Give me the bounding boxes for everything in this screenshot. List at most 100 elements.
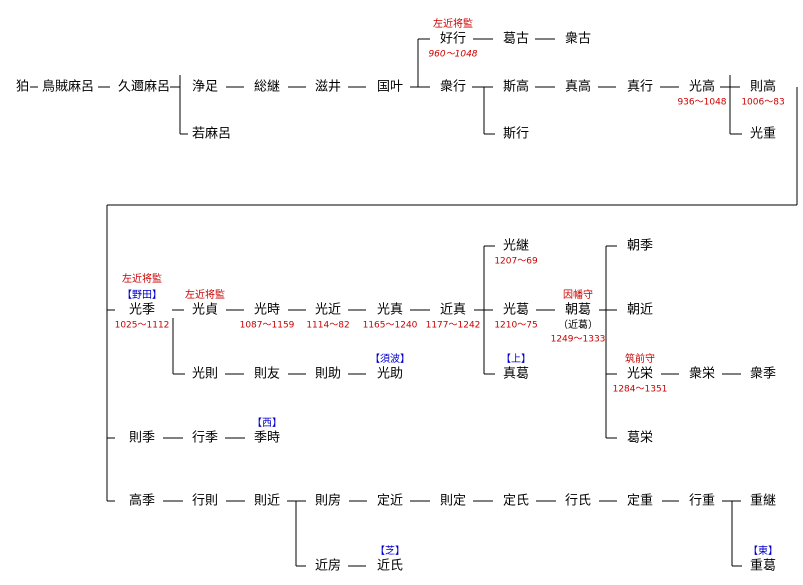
person-node: 高季: [129, 493, 155, 509]
person-name: 重葛: [750, 558, 776, 574]
person-name: 総継: [254, 80, 280, 95]
person-node: 則助: [315, 367, 341, 382]
person-name: 定近: [377, 494, 403, 509]
person-name: 葛栄: [627, 431, 653, 446]
person-name: 衆古: [565, 31, 591, 47]
person-name: 斯行: [503, 127, 529, 142]
person-node: 衆栄: [689, 366, 715, 382]
person-name: 真行: [627, 80, 653, 95]
person-node: 久邇麻呂: [118, 80, 170, 95]
person-node: 光栄 筑前守 1284～1351: [613, 352, 668, 395]
person-name: 近真: [440, 303, 466, 318]
person-name: 光貞: [192, 303, 218, 318]
person-name: 鳥賊麻呂: [42, 80, 94, 95]
person-name: 光葛: [503, 303, 529, 318]
person-node: 定重: [627, 493, 653, 509]
person-node: 定氏: [503, 494, 529, 509]
person-name: 国叶: [377, 80, 403, 95]
branch-label: 【西】: [252, 417, 282, 429]
person-node: 則房: [315, 493, 341, 509]
person-name: 衆季: [750, 366, 776, 382]
person-node: 朝季: [627, 239, 653, 254]
person-name: 行則: [192, 494, 218, 509]
person-node: 好行 左近将監 960～1048: [428, 17, 477, 60]
life-years: 960～1048: [428, 50, 477, 60]
life-years: 1249～1333: [551, 335, 606, 345]
person-node: 重葛【東】: [748, 544, 778, 574]
person-node: 定近: [377, 494, 403, 509]
person-name: 葛古: [503, 32, 529, 47]
official-title: 左近将監: [433, 17, 473, 30]
person-name: 近房: [315, 558, 341, 574]
tree-people: 狛鳥賊麻呂久邇麻呂浄足総継滋井国叶衆行若麻呂好行左近将監960～1048葛古衆古…: [16, 17, 785, 574]
person-name: 光時: [254, 303, 280, 318]
person-node: 国叶: [377, 80, 403, 95]
life-years: 1177～1242: [426, 321, 481, 331]
person-node: 行氏: [565, 494, 591, 509]
life-years: 1025～1112: [115, 321, 170, 331]
person-node: 近真 1177～1242: [426, 303, 481, 331]
person-name: 則高: [750, 79, 776, 95]
person-name: 行重: [689, 493, 715, 509]
person-node: 総継: [254, 80, 280, 95]
person-node: 真行: [627, 80, 653, 95]
life-years: 936～1048: [677, 98, 726, 108]
person-node: 光則: [192, 367, 218, 382]
life-years: 1114～82: [306, 321, 349, 331]
person-node: 光重: [750, 126, 776, 142]
person-name: 滋井: [315, 80, 341, 95]
person-node: 則友: [254, 366, 280, 382]
official-title: 筑前守: [625, 352, 655, 365]
person-node: 光助【須波】: [370, 352, 410, 382]
person-node: 斯行: [503, 127, 529, 142]
person-node: 衆行: [440, 79, 466, 95]
person-node: 行季: [192, 431, 218, 446]
person-name: 則季: [129, 431, 155, 446]
person-name: 光栄: [627, 367, 653, 382]
branch-label: 【芝】: [375, 544, 405, 557]
person-name: 光近: [315, 303, 341, 318]
life-years: 1284～1351: [613, 385, 668, 395]
person-node: 葛栄: [627, 431, 653, 446]
person-node: 季時【西】: [252, 417, 282, 446]
person-name: 狛: [16, 80, 29, 95]
person-name: 重継: [750, 493, 776, 509]
branch-label: 【野田】: [122, 289, 162, 301]
person-node: 行重: [689, 493, 715, 509]
branch-label: 【東】: [748, 544, 778, 557]
official-title: 因幡守: [563, 288, 593, 301]
person-node: 衆古: [565, 31, 591, 47]
person-node: 則高 1006～83: [741, 79, 784, 108]
person-node: 若麻呂: [192, 126, 231, 142]
person-name: 則友: [254, 366, 280, 382]
person-name: 光則: [192, 367, 218, 382]
person-node: 近氏【芝】: [375, 544, 405, 574]
person-name: 衆行: [440, 79, 466, 95]
person-node: 葛古: [503, 32, 529, 47]
life-years: 1006～83: [741, 98, 784, 108]
person-node: 真葛【上】: [501, 353, 531, 382]
person-name: 則房: [315, 493, 341, 509]
person-name: 衆栄: [689, 366, 715, 382]
person-name: 高季: [129, 493, 155, 509]
person-name: 朝葛: [565, 303, 591, 318]
person-name: 行氏: [565, 494, 591, 509]
person-name: 好行: [440, 32, 466, 47]
person-name: 定氏: [503, 494, 529, 509]
official-title: 左近将監: [185, 288, 225, 301]
person-node: 衆季: [750, 366, 776, 382]
person-node: 重継: [750, 493, 776, 509]
person-name: 則助: [315, 367, 341, 382]
person-name: 光高: [689, 79, 715, 95]
person-name: 定重: [627, 493, 653, 509]
life-years: 1087～1159: [240, 321, 295, 331]
person-node: 則定: [440, 494, 466, 509]
